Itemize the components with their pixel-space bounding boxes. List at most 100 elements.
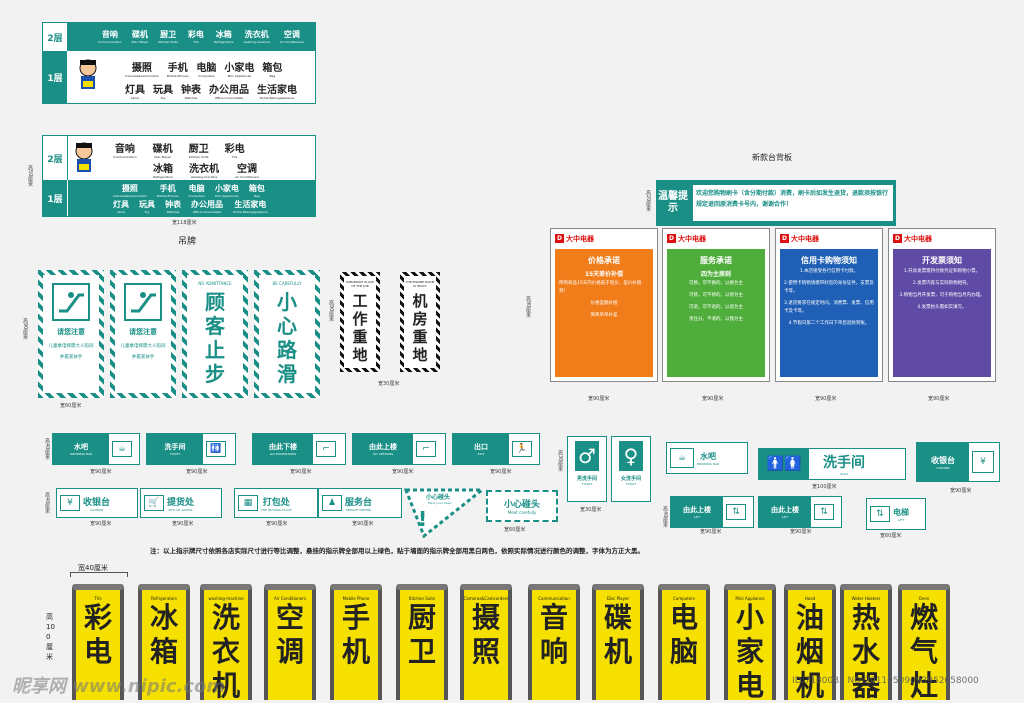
entry-en: Disc Player: [154, 155, 171, 159]
card-line: 4.发票抬头需如实填写。: [917, 305, 967, 310]
banner-cn: 空调: [275, 601, 304, 668]
entry-cn: 音响: [101, 30, 118, 39]
bw-en: IMPORTANT PLACE OF THE JOB: [346, 280, 374, 288]
banner-cn: 音响: [539, 601, 568, 668]
banner-cn: 热水器: [851, 601, 880, 702]
bw-height-note: 高90厘米: [328, 300, 334, 322]
sign-cn: 出口: [474, 443, 488, 451]
banner-cn: 厨卫: [407, 601, 436, 668]
entry-en: Home Belongappliance: [259, 96, 295, 100]
bw-cn: 机房重地: [412, 292, 428, 364]
sign-en: EXIT: [477, 452, 485, 456]
sign-en: DRINKING BAR: [69, 452, 93, 456]
sign-en: TOILET: [169, 452, 181, 456]
banner-rod: [138, 584, 190, 590]
banner-rod: [784, 584, 836, 590]
entry-en: Kitchen Suits: [188, 155, 209, 159]
yen-icon: ¥: [60, 495, 80, 511]
sign-en: DRINKING BAR: [697, 461, 720, 466]
sign-en: LIFT: [693, 515, 701, 519]
w90-note-8: 宽90厘米: [266, 521, 288, 527]
brand-name: 大中电器: [678, 234, 706, 243]
bw-width-note: 宽30厘米: [378, 381, 400, 387]
sign-en: GO DOWNSTAIRS: [270, 452, 296, 456]
entry-en: Toy: [160, 96, 166, 100]
cards-height-note: 高90厘米: [525, 296, 531, 318]
card-subtitle: 四为主原则: [700, 271, 731, 278]
entry-en: Lamp: [130, 96, 140, 100]
entry-cn: 办公用品: [209, 85, 249, 96]
exit-icon: 🏃: [512, 441, 532, 457]
entry-en: Mini Appliances: [227, 74, 252, 78]
sign-en: LIFT: [897, 517, 905, 522]
brand-name: 大中电器: [791, 234, 819, 243]
bw-board-1: IMPORTANT PLACE OF THE JOB 工作重地: [340, 272, 380, 372]
banner-cn: 电脑: [669, 601, 698, 668]
banner-en: TVs: [94, 596, 102, 601]
floor2-label: 2层: [43, 23, 68, 51]
w90-note-11: 宽90厘米: [700, 529, 722, 535]
entry-cn: 箱包: [248, 184, 265, 193]
sign-cn: 由此下楼: [269, 443, 297, 451]
card-width-2: 宽90厘米: [702, 396, 724, 402]
sign-cn: 收银台: [931, 455, 955, 465]
warning-board-3: NO ADMITTANCE 顾客止步: [182, 270, 248, 398]
entry-en: Mobile Phones: [156, 194, 179, 198]
banner-cn: 碟机: [603, 601, 632, 668]
triangle-en: Mind your head: [428, 501, 452, 505]
w60-note-2: 宽60厘米: [880, 533, 902, 539]
banner-en: washing-machine: [208, 596, 244, 601]
floor1-label: 1层: [43, 180, 67, 216]
entry-en: washing-machine: [190, 175, 218, 179]
w90-note-5: 宽90厘米: [490, 469, 512, 475]
warning-en: NO ADMITTANCE: [198, 281, 232, 286]
entry-en: Computers: [188, 194, 205, 198]
warning-text: 儿童乘电梯需大人陪同并握紧扶手: [120, 344, 166, 360]
card-line: 价格差额补偿: [590, 301, 618, 306]
lift-icon: ⇅: [870, 506, 890, 522]
lift-icon: ⇅: [814, 504, 834, 520]
toilet-icon: 🚻: [206, 441, 226, 457]
warnings-width-note: 宽60厘米: [60, 403, 82, 409]
entry-cn: 冰箱: [215, 30, 232, 39]
entry-cn: 空调: [237, 164, 258, 175]
cup-icon: ☕: [112, 441, 132, 457]
entry-en: Bag: [269, 74, 276, 78]
entry-en: Cameras&Camcorders: [113, 194, 147, 198]
entry-cn: 手机: [159, 184, 176, 193]
floor1-label: 1层: [43, 51, 67, 103]
h40-note-3: 高40厘米: [662, 506, 668, 528]
counter-panel-caption: 新款台背板: [752, 153, 792, 162]
card-width-3: 宽90厘米: [815, 396, 837, 402]
entry-en: Mini Appliances: [215, 194, 239, 198]
entry-en: Communication: [113, 155, 137, 159]
card-line: 3.购物当月开发票，可于购物当月内办理。: [899, 293, 985, 298]
entry-cn: 电脑: [188, 184, 205, 193]
sign-cn: 电梯: [893, 507, 909, 517]
banner-cn: 冰箱: [149, 601, 178, 668]
entry-cn: 箱包: [262, 63, 283, 74]
